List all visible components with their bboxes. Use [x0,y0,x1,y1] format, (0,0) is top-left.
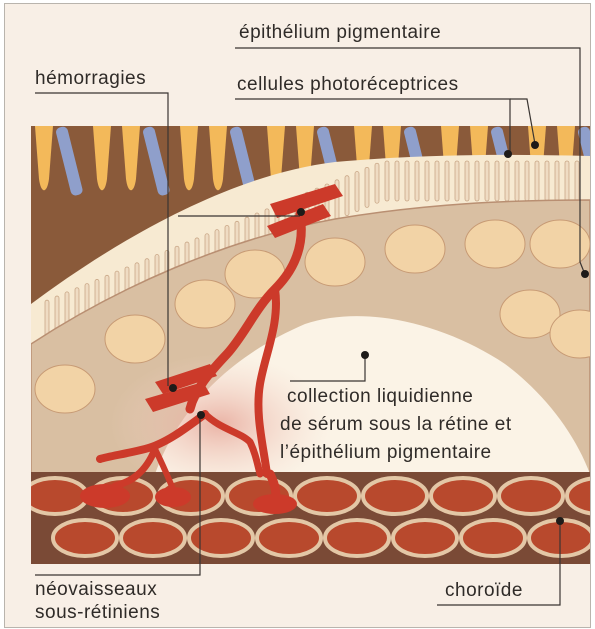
cell-nucleus [465,220,525,268]
villus [565,161,569,201]
villus [415,161,419,201]
label-fluid-collection-line1: collection liquidienne [287,386,473,408]
cell-nucleus [530,220,590,268]
choroid-vessel [189,520,253,556]
label-hemorragies: hémorragies [35,68,146,90]
villus [435,161,439,201]
label-epithelium-pigmentaire: épithélium pigmentaire [239,22,441,44]
villus [345,176,349,216]
cell-nucleus [105,315,165,363]
villus [475,161,479,201]
choroid-vessel [499,478,563,514]
cell-nucleus [305,238,365,286]
villus [495,161,499,201]
villus [425,161,429,201]
villus [505,161,509,201]
villus [365,167,369,207]
villus [445,161,449,201]
villus [545,161,549,201]
villus [395,161,399,201]
villus [355,172,359,212]
villus [525,161,529,201]
villus [555,161,559,201]
villus [515,161,519,201]
villus [455,161,459,201]
label-cellules-photoreceptrices: cellules photoréceptrices [237,74,459,96]
retina-cross-section-diagram [5,4,590,627]
choroid-vessel [121,520,185,556]
villus [535,161,539,201]
villus [385,161,389,201]
choroid-vessel [257,520,321,556]
label-fluid-collection-line2: de sérum sous la rétine et [280,414,512,436]
diagram-frame: épithélium pigmentaire hémorragies cellu… [4,3,591,628]
label-fluid-collection-line3: l’épithélium pigmentaire [280,442,492,464]
villus [465,161,469,201]
choroid-vessel [431,478,495,514]
choroid-vessel [23,478,87,514]
villus [575,161,579,201]
choroid-vessel [393,520,457,556]
choroid-vessel [325,520,389,556]
choroid-vessel [295,478,359,514]
cell-nucleus [385,225,445,273]
label-neovaisseaux-line1: néovaisseaux [35,579,157,601]
cell-nucleus [175,280,235,328]
choroid-vessel [363,478,427,514]
choroid-vessel [53,520,117,556]
label-choroide: choroïde [445,580,523,602]
villus [375,163,379,203]
choroid-vessel [461,520,525,556]
villus [405,161,409,201]
villus [485,161,489,201]
label-neovaisseaux-line2: sous-rétiniens [35,602,160,624]
cell-nucleus [35,365,95,413]
